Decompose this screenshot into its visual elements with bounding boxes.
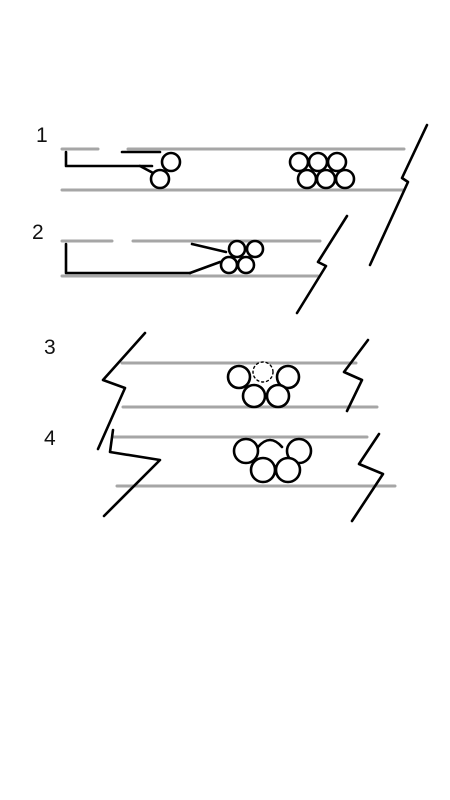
panel-1 [60,123,429,267]
panel-1-cluster-particle [334,168,356,190]
panel-3-particle [275,364,301,390]
panel-1-cluster-particle [315,168,337,190]
panel-2-wire-upper [190,242,228,254]
panel-label-2: 2 [32,221,44,244]
panel-1-tube-outline [64,150,154,168]
panel-2-break-mark [295,214,349,315]
panel-2-particle [227,239,247,259]
panel-2 [60,214,349,315]
panel-1-cluster-particle [326,151,348,173]
panel-1-break-mark [368,123,429,267]
panel-3 [96,331,379,451]
panel-4-cavity-edge [256,438,284,449]
panel-3-particle [241,383,267,409]
panel-3-particle [265,383,291,409]
panel-1-particle [149,168,171,190]
panel-1-cluster-particle [296,168,318,190]
panel-1-cluster-particle [307,151,329,173]
panel-label-4: 4 [44,427,56,450]
panel-1-cluster-particle [288,151,310,173]
panel-2-particle [236,255,256,275]
panel-4-left-break [102,428,162,518]
panel-2-wire-lower [188,260,222,275]
panel-4-particle [249,456,277,484]
panel-2-particle [219,255,239,275]
panel-4-particle [232,437,260,465]
panel-1-particle [160,151,182,173]
panel-4-particle [274,456,302,484]
panel-4 [102,428,397,523]
panel-4-right-break [350,432,385,523]
panel-label-3: 3 [44,336,56,359]
panel-3-vacant-site [252,361,274,383]
panel-3-right-break [342,338,370,413]
panel-3-particle [226,364,252,390]
panel-3-left-break [96,331,147,451]
panel-2-tube-outline [64,242,192,275]
panel-2-particle [245,239,265,259]
panel-label-1: 1 [36,124,48,147]
